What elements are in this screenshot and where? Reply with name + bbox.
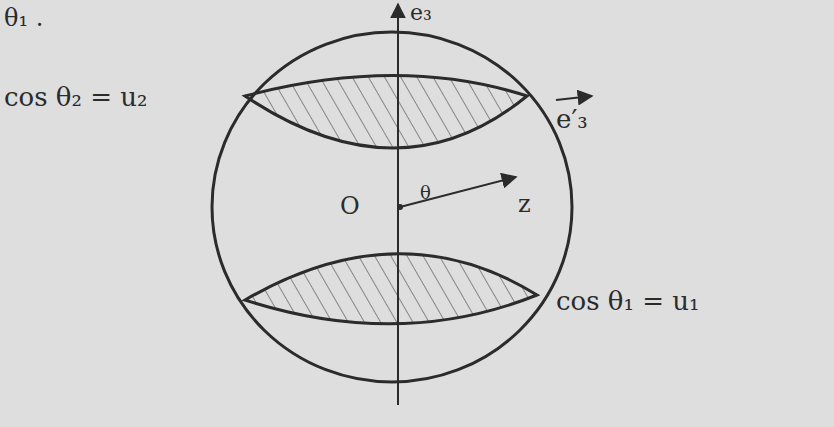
math-label: e₃ bbox=[410, 2, 432, 24]
math-label: θ bbox=[420, 184, 431, 202]
math-label: O bbox=[340, 194, 360, 218]
math-label: θ₁ . bbox=[4, 6, 43, 30]
math-label: cos θ₁ = u₁ bbox=[556, 288, 699, 314]
vector-arrow bbox=[556, 96, 592, 100]
math-label: z bbox=[518, 192, 531, 216]
origin-dot bbox=[397, 204, 403, 210]
lower-zone bbox=[245, 254, 537, 324]
math-label: e′₃ bbox=[556, 106, 588, 132]
upper-zone bbox=[245, 76, 527, 149]
sphere-outline bbox=[212, 32, 572, 382]
vector-z bbox=[400, 177, 516, 207]
math-label: cos θ₂ = u₂ bbox=[4, 84, 147, 110]
